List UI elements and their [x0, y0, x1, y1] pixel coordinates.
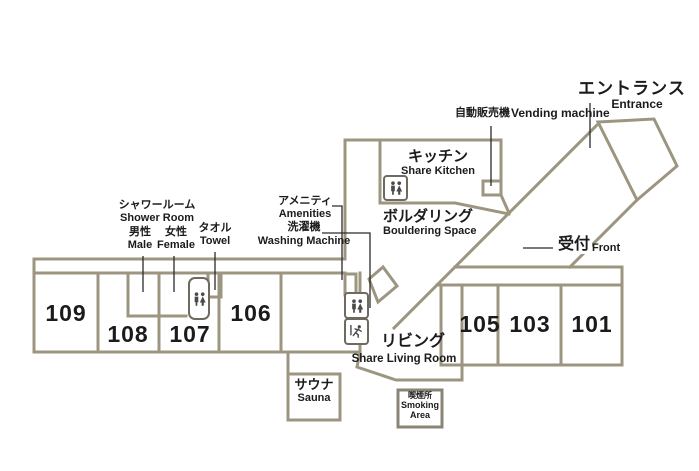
living-restroom-box — [344, 292, 369, 319]
label-smoking-en1: Smoking — [400, 400, 440, 410]
label-towel-jp: タオル — [198, 222, 232, 234]
label-front-en: Front — [592, 242, 621, 254]
label-smoking-en2: Area — [409, 410, 431, 420]
room-106: 106 — [230, 300, 272, 326]
label-female-jp: 女性 — [165, 226, 187, 238]
label-male-en: Male — [127, 239, 153, 251]
label-smoking-jp: 喫煙所 — [408, 391, 432, 400]
label-washing-en: Washing Machine — [257, 235, 351, 247]
label-entrance-jp: エントランス — [578, 79, 686, 98]
label-front-jp: 受付 — [556, 236, 593, 254]
room-101: 101 — [571, 311, 613, 337]
label-vending-jp: 自動販売機 — [455, 107, 510, 119]
restroom-icon — [390, 181, 402, 195]
label-bouldering-jp: ボルダリング — [383, 208, 474, 225]
exit-box — [344, 318, 369, 345]
restroom-icon — [194, 291, 206, 306]
room-103: 103 — [509, 311, 551, 337]
label-female-en: Female — [157, 239, 195, 251]
room-107: 107 — [169, 321, 211, 347]
restroom-icon — [351, 298, 363, 313]
room-108: 108 — [107, 321, 149, 347]
label-bouldering-en: Bouldering Space — [383, 225, 477, 237]
label-sauna-jp: サウナ — [294, 377, 334, 392]
label-living-jp: リビング — [380, 333, 446, 350]
label-towel-en: Towel — [199, 235, 231, 247]
exit-runner-icon — [350, 324, 362, 338]
label-amenities-jp: アメニティ — [278, 195, 332, 207]
shower-area-restroom-box — [188, 277, 210, 320]
label-sauna-en: Sauna — [297, 392, 331, 404]
room-109: 109 — [45, 300, 87, 326]
room-105: 105 — [459, 311, 501, 337]
label-kitchen-en: Share Kitchen — [401, 165, 475, 177]
label-male-jp: 男性 — [129, 226, 151, 238]
label-amenities-en: Amenities — [278, 208, 332, 220]
label-washing-jp: 洗濯機 — [287, 221, 321, 233]
label-living-en: Share Living Room — [351, 353, 457, 365]
label-vending-en: Vending machine — [511, 106, 610, 120]
label-kitchen-jp: キッチン — [407, 148, 469, 165]
label-shower-en: Shower Room — [120, 212, 194, 224]
label-shower-jp: シャワールーム — [118, 199, 196, 211]
label-entrance-en: Entrance — [611, 97, 663, 111]
kitchen-restroom-box — [383, 175, 408, 201]
